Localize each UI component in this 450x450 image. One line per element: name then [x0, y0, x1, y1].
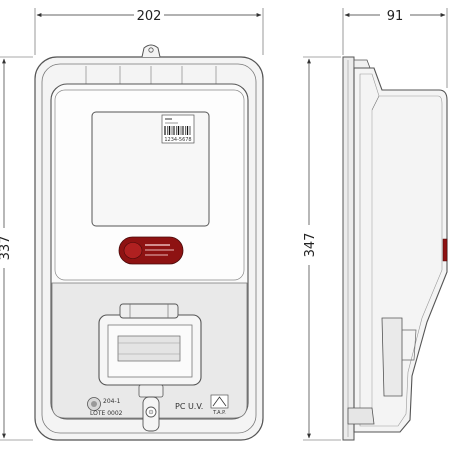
hanging-tab: [141, 44, 161, 58]
side-bottom-foot: [347, 407, 375, 425]
red-seal-logo: [118, 236, 184, 265]
barcode-bars: [164, 126, 191, 135]
maker-mark: T.A.P.: [210, 394, 229, 416]
material-text: PC U.V.: [175, 402, 203, 411]
side-housing-profile: [353, 67, 448, 433]
side-red-seal-edge: [442, 238, 448, 262]
front-width-value: 202: [137, 9, 162, 24]
maker-mark-text: T.A.P.: [212, 410, 226, 416]
lote-code: LOTE 0002: [90, 410, 123, 417]
side-depth-value: 91: [387, 9, 404, 24]
front-height-value: 337: [0, 236, 13, 261]
model-code: 204-1: [103, 398, 121, 405]
side-top-hook: [353, 59, 371, 69]
barcode-label: 1234-5678: [161, 114, 195, 144]
front-view: 1234-5678: [34, 44, 264, 441]
barcode-number: 1234-5678: [164, 137, 191, 143]
side-view: [342, 56, 448, 441]
side-height-value: 347: [303, 233, 318, 258]
terminal-window: [98, 303, 202, 386]
front-height-dimension: 337: [0, 56, 33, 441]
side-back-plate: [342, 56, 355, 441]
hanging-hole: [148, 47, 154, 53]
seal-boss: [138, 384, 164, 432]
front-inner-frame: [41, 63, 257, 434]
recycle-mark: [87, 397, 101, 411]
side-inner-profile: [359, 73, 443, 427]
front-width-dimension: 202: [34, 8, 264, 55]
side-depth-dimension: 91: [342, 8, 448, 88]
top-ribs: [85, 66, 217, 84]
side-terminal-latch: [381, 317, 403, 397]
side-height-dimension: 347: [303, 56, 341, 441]
